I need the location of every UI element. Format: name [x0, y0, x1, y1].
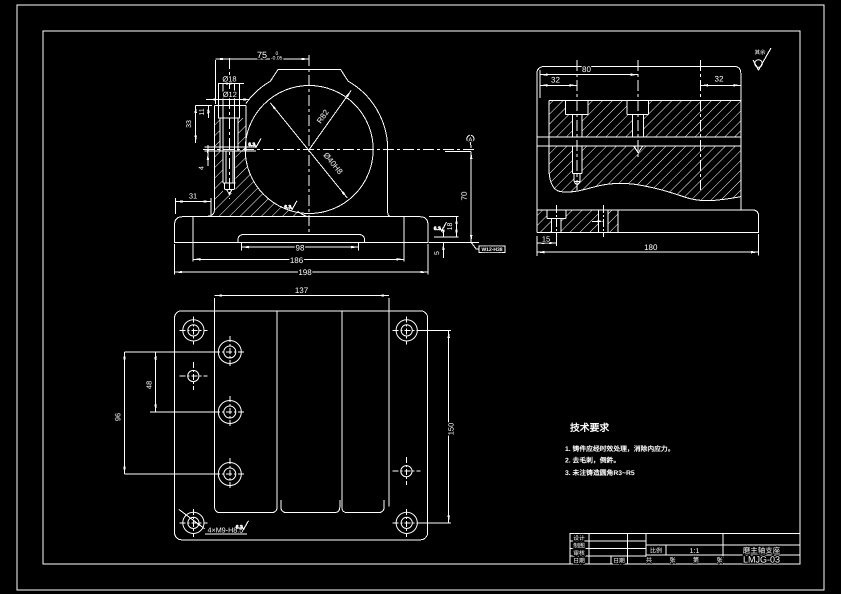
svg-text:6.3: 6.3: [236, 524, 243, 530]
svg-text:180: 180: [644, 243, 658, 252]
svg-text:日期: 日期: [573, 557, 585, 564]
svg-text:A: A: [468, 136, 472, 143]
svg-text:Ø12: Ø12: [223, 90, 237, 99]
svg-text:6.3: 6.3: [434, 226, 441, 232]
svg-text:198: 198: [298, 268, 312, 277]
svg-text:2. 去毛刺，倒鈝。: 2. 去毛刺，倒鈝。: [565, 457, 620, 465]
svg-text:张: 张: [669, 556, 676, 564]
svg-text:张: 张: [716, 556, 723, 564]
svg-text:设计: 设计: [573, 535, 585, 542]
svg-text:其余: 其余: [754, 49, 766, 56]
svg-text:3. 未注铸造圆角R3~R5: 3. 未注铸造圆角R3~R5: [565, 469, 635, 477]
svg-text:W12-H38: W12-H38: [481, 247, 502, 253]
svg-text:96: 96: [113, 413, 122, 421]
svg-text:第: 第: [693, 556, 699, 564]
svg-text:150: 150: [447, 423, 456, 436]
svg-text:5: 5: [434, 251, 441, 255]
svg-text:18: 18: [447, 223, 454, 231]
svg-text:15: 15: [542, 234, 550, 243]
svg-text:11: 11: [199, 108, 206, 115]
svg-text:比例: 比例: [650, 546, 662, 554]
svg-text:0: 0: [275, 51, 278, 57]
svg-text:80: 80: [582, 65, 591, 74]
svg-text:技术要求: 技术要求: [570, 422, 609, 434]
svg-text:70: 70: [460, 191, 469, 200]
svg-text:-0.05: -0.05: [271, 55, 283, 61]
svg-text:1:1: 1:1: [690, 548, 700, 555]
svg-text:6.3: 6.3: [284, 204, 291, 210]
svg-text:Ø18: Ø18: [222, 74, 236, 83]
svg-text:磨主轴支座: 磨主轴支座: [743, 546, 781, 555]
svg-text:LMJG-03: LMJG-03: [743, 554, 780, 564]
svg-text:33: 33: [186, 120, 193, 128]
svg-text:186: 186: [290, 256, 304, 265]
svg-text:审核: 审核: [573, 550, 585, 557]
svg-text:4: 4: [199, 166, 206, 170]
svg-text:98: 98: [296, 243, 305, 252]
svg-text:4×M9-H8.5: 4×M9-H8.5: [207, 526, 243, 535]
svg-text:32: 32: [715, 74, 724, 83]
svg-text:32: 32: [551, 75, 560, 84]
svg-text:48: 48: [145, 381, 154, 389]
svg-text:31: 31: [189, 191, 197, 200]
svg-text:共: 共: [646, 556, 652, 564]
svg-text:制图: 制图: [573, 542, 585, 549]
svg-text:6.3: 6.3: [248, 142, 255, 148]
svg-text:1. 铸件应经时效处理，消除内应力。: 1. 铸件应经时效处理，消除内应力。: [565, 445, 675, 453]
svg-text:75: 75: [257, 50, 267, 60]
svg-text:日期: 日期: [613, 557, 625, 564]
svg-text:137: 137: [295, 286, 309, 295]
